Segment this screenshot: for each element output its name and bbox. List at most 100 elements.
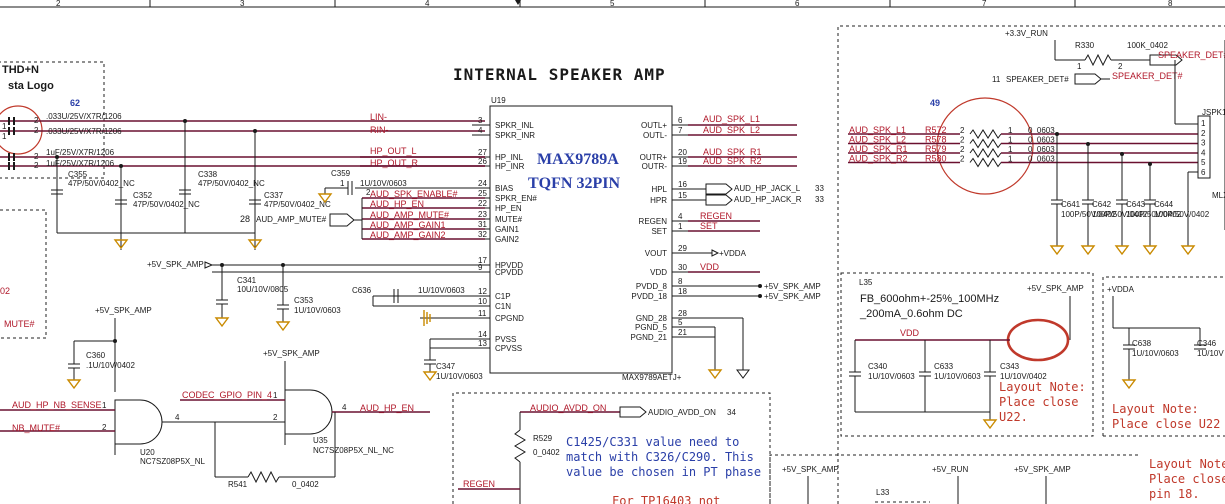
u19-pin-num: 16 bbox=[678, 180, 687, 189]
r541-val: 0_0402 bbox=[292, 480, 319, 489]
u20-pin2: 2 bbox=[102, 423, 107, 432]
ferrite-note-1: Layout Note: bbox=[999, 380, 1086, 394]
net-nb-mute: NB_MUTE# bbox=[12, 423, 60, 433]
resistor-icon bbox=[969, 157, 1002, 168]
pin-2d: 2 bbox=[34, 161, 39, 170]
net-amp-mute: AUD_AMP_MUTE# bbox=[370, 210, 449, 220]
net-hp-jack-r: AUD_HP_JACK_R bbox=[734, 195, 802, 204]
u19-left-pins: 3SPKR_INL4SPKR_INR27HP_INL26HP_INR24BIAS… bbox=[472, 116, 537, 353]
u19-pin-name: REGEN bbox=[639, 217, 668, 226]
jack-block-num: 49 bbox=[930, 98, 940, 108]
resistor-icon bbox=[969, 129, 1002, 139]
ground-icon bbox=[1142, 245, 1158, 256]
filter-cap-ref: C643 bbox=[1126, 200, 1146, 209]
spk-res-ref: R580 bbox=[925, 154, 947, 164]
ground-icon bbox=[736, 369, 750, 379]
highlight-circle bbox=[936, 97, 1034, 195]
net-set: SET bbox=[700, 221, 718, 231]
spk-net-label: AUD_SPK_L1 bbox=[849, 125, 906, 135]
offpage-connector-icon bbox=[1074, 73, 1102, 85]
border-col-6: 6 bbox=[795, 0, 800, 8]
ferrite-block: L35 +5V_SPK_AMP FB_600ohm+-25%_100MHz _2… bbox=[840, 272, 1094, 437]
u19-pin-name: CPGND bbox=[495, 314, 524, 323]
u19-pin-name: SET bbox=[651, 227, 667, 236]
filter-cap-ref: C642 bbox=[1092, 200, 1112, 209]
c347-val: 1U/10V/0603 bbox=[436, 372, 483, 381]
ground-icon bbox=[422, 371, 438, 382]
left-filter-block: THD+N sta Logo 62 1 2 1 2 2 2 .033U/25V/… bbox=[0, 61, 485, 339]
u19-pin-num: 20 bbox=[678, 148, 687, 157]
u19-pin-name: SPKR_INR bbox=[495, 131, 535, 140]
pin-1b: 1 bbox=[2, 132, 7, 141]
spk-res-pin1: 1 bbox=[1008, 155, 1013, 164]
c636-val: 1U/10V/0603 bbox=[418, 286, 465, 295]
u19-pin-num: 25 bbox=[478, 189, 487, 198]
l33-ref: L33 bbox=[876, 488, 890, 497]
c338-ref: C338 bbox=[198, 170, 218, 179]
bottom-note-3: pin 18. bbox=[1149, 487, 1200, 501]
offpage-connector-icon bbox=[329, 213, 355, 227]
ground-icon bbox=[707, 369, 723, 380]
spk-net-label: AUD_SPK_R2 bbox=[849, 154, 908, 164]
thd-label: THD+N bbox=[2, 64, 39, 76]
junction-dot bbox=[1120, 152, 1124, 156]
u19-pin-name: HP_INL bbox=[495, 153, 524, 162]
avdd-num: 34 bbox=[727, 408, 736, 417]
u19-pin-num: 5 bbox=[678, 318, 683, 327]
c347-ref: C347 bbox=[436, 362, 456, 371]
offpage-connector-icon bbox=[1149, 54, 1183, 66]
u19-pin-name: MUTE# bbox=[495, 215, 523, 224]
u35-and-gate-icon bbox=[284, 389, 333, 435]
vdda-net: +VDDA bbox=[1107, 285, 1135, 294]
cap-val-2: .033U/25V/X7R/1206 bbox=[46, 127, 122, 136]
supply-rail-left: +5V_SPK_AMP C341 10U/10V/0805 C353 1U/10… bbox=[147, 260, 485, 382]
c352-val: 47P/50V/0402_NC bbox=[133, 200, 200, 209]
u19-pin-name: OUTL+ bbox=[641, 121, 667, 130]
net-aud-hp-en: AUD_HP_EN bbox=[360, 403, 414, 413]
c638-val: 1U/10V/0603 bbox=[1132, 349, 1179, 358]
jack-v33: +3.3V_RUN bbox=[1005, 29, 1048, 38]
r529-val: 0_0402 bbox=[533, 448, 560, 457]
offpage-connector-icon bbox=[705, 183, 733, 195]
u19-pin-num: 32 bbox=[478, 230, 487, 239]
net-spk-l2: AUD_SPK_L2 bbox=[703, 125, 760, 135]
filter-cap-val: 100P/50V/0402 bbox=[1154, 210, 1210, 219]
spk-res-pin1: 1 bbox=[1008, 136, 1013, 145]
resistor-icon bbox=[969, 138, 1002, 149]
ground-icon bbox=[1080, 245, 1096, 256]
pin-2a: 2 bbox=[34, 116, 39, 125]
net-regen-bottom: REGEN bbox=[463, 479, 495, 489]
c636-ref: C636 bbox=[352, 286, 372, 295]
net-spk-l1: AUD_SPK_L1 bbox=[703, 114, 760, 124]
c359-ref: C359 bbox=[331, 169, 351, 178]
c353-val: 1U/10V/0603 bbox=[294, 306, 341, 315]
u19-pin-name: OUTL- bbox=[643, 131, 667, 140]
u19-pin-num: 12 bbox=[478, 287, 487, 296]
u19-pin-num: 29 bbox=[678, 244, 687, 253]
u19-pin-num: 19 bbox=[678, 157, 687, 166]
spk-res-val: 0_0603 bbox=[1028, 126, 1055, 135]
u20-pin1: 1 bbox=[102, 401, 107, 410]
ferrite-supply: +5V_SPK_AMP bbox=[1027, 284, 1084, 293]
u19-pin-name: GAIN2 bbox=[495, 235, 520, 244]
jspk1-pin: 6 bbox=[1201, 168, 1206, 177]
c359-pin1: 1 bbox=[340, 179, 345, 188]
avdd-block: AUDIO_AVDD_ON AUDIO_AVDD_ON 34 R529 0_04… bbox=[452, 392, 771, 504]
avdd-note-2: match with C326/C290. This bbox=[566, 450, 754, 464]
spk-res-pin2: 2 bbox=[960, 145, 965, 154]
ground-icon bbox=[275, 321, 291, 332]
net-spk-r1: AUD_SPK_R1 bbox=[703, 147, 762, 157]
gate1-supply: +5V_SPK_AMP bbox=[95, 306, 152, 315]
c360-val: .1U/10V/0402 bbox=[86, 361, 135, 370]
c343-val: 1U/10V/0402 bbox=[1000, 372, 1047, 381]
u19-left-nets: LIN- RIN- HP_OUT_L HP_OUT_R C359 1U/10V/… bbox=[240, 112, 485, 240]
frag-02: 02 bbox=[0, 286, 10, 296]
u19-pin-num: 23 bbox=[478, 210, 487, 219]
sheet-border: 2 3 4 5 6 7 8 bbox=[0, 0, 1225, 8]
ground-icon bbox=[1114, 245, 1130, 256]
u19-pin-num: 9 bbox=[478, 263, 483, 272]
u19-pin-num: 4 bbox=[678, 212, 683, 221]
u19-pin-name: OUTR- bbox=[642, 162, 668, 171]
u35-ref: U35 bbox=[313, 436, 328, 445]
u19-pin-name: HP_INR bbox=[495, 162, 525, 171]
